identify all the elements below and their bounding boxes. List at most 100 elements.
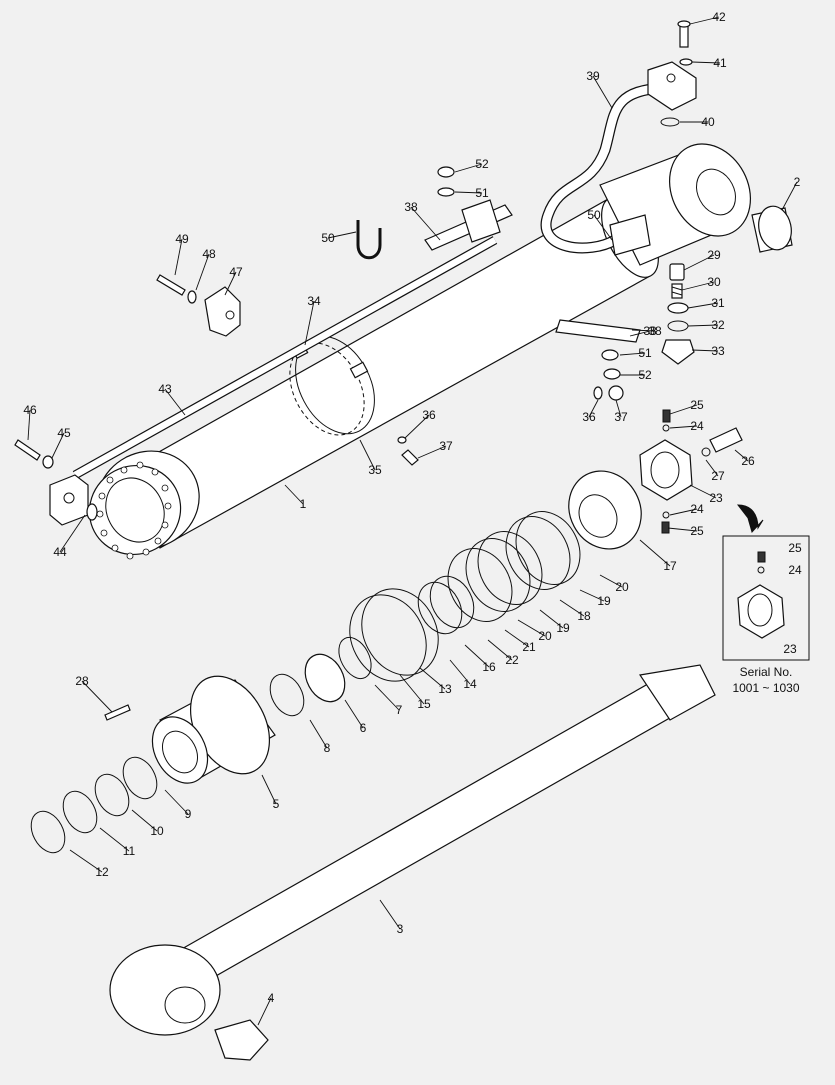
- leader-line-1: [284, 484, 304, 505]
- pipe-flange-block: [647, 20, 697, 127]
- leader-line-19: [579, 589, 605, 602]
- leader-line-26: [734, 449, 749, 462]
- inset-callout-23: 23: [783, 642, 797, 656]
- leader-line-42: [689, 16, 720, 25]
- leader-line-50: [327, 231, 357, 239]
- leader-line-14: [449, 659, 471, 685]
- leader-line-11: [99, 827, 130, 852]
- callout-45: 45: [57, 426, 71, 440]
- bolt-42-icon: [679, 24, 689, 48]
- leader-line-20: [599, 574, 623, 588]
- leader-line-4: [257, 997, 272, 1026]
- mount-brackets: [424, 166, 651, 380]
- bushing-2-icon: [751, 205, 793, 253]
- leader-line-18: [559, 599, 585, 617]
- bolt-set-36-37: [397, 385, 624, 466]
- flange-bolt-holes: [96, 461, 172, 560]
- callout-50: 50: [587, 208, 601, 222]
- callout-4: 4: [268, 991, 275, 1005]
- leader-line-22: [487, 639, 513, 661]
- callout-32: 32: [711, 318, 725, 332]
- inset-callout-25: 25: [788, 541, 802, 555]
- callout-38: 38: [648, 324, 662, 338]
- callout-11: 11: [123, 844, 136, 858]
- leader-line-19: [539, 609, 564, 629]
- callout-21: 21: [522, 640, 536, 654]
- leader-line-23: [689, 484, 717, 499]
- leader-line-21: [504, 629, 530, 648]
- leader-line-12: [69, 849, 103, 873]
- callout-3: 3: [397, 922, 404, 936]
- callout-52: 52: [475, 157, 489, 171]
- callout-41: 41: [713, 56, 727, 70]
- leader-line-45: [51, 432, 65, 459]
- piston-rod: [109, 664, 716, 1061]
- piston-seals: [269, 470, 642, 717]
- callout-37: 37: [439, 439, 453, 453]
- leader-line-2: [781, 181, 798, 211]
- callout-28: 28: [75, 674, 89, 688]
- leader-line-51: [619, 352, 646, 356]
- callout-43: 43: [158, 382, 172, 396]
- leader-line-44: [59, 514, 86, 553]
- callout-13: 13: [438, 682, 452, 696]
- inset-callout-24: 24: [788, 563, 802, 577]
- callout-9: 9: [185, 807, 192, 821]
- callout-51: 51: [638, 346, 652, 360]
- callout-27: 27: [711, 469, 725, 483]
- callout-37: 37: [614, 410, 628, 424]
- leader-line-29: [683, 254, 715, 271]
- callout-34: 34: [307, 294, 321, 308]
- leader-line-9: [164, 789, 189, 815]
- leader-line-51: [454, 191, 483, 194]
- callout-49: 49: [175, 232, 189, 246]
- leader-line-28: [81, 680, 113, 713]
- callout-2: 2: [794, 175, 801, 189]
- piston-nut: [639, 409, 743, 534]
- leader-line-38: [631, 329, 656, 332]
- leader-line-30: [681, 281, 715, 291]
- callout-22: 22: [505, 653, 519, 667]
- leader-line-3: [379, 899, 401, 930]
- callout-26: 26: [741, 454, 755, 468]
- callout-17: 17: [663, 559, 677, 573]
- u-bolt-50-icon: [356, 220, 382, 260]
- callout-18: 18: [577, 609, 591, 623]
- leader-line-41: [691, 61, 721, 64]
- callout-23: 23: [709, 491, 723, 505]
- leader-line-16: [464, 644, 490, 668]
- leader-line-20: [517, 619, 546, 637]
- leader-line-34: [304, 300, 315, 346]
- leader-line-48: [195, 253, 210, 291]
- callout-50: 50: [321, 231, 335, 245]
- leader-line-25: [669, 404, 698, 415]
- leader-line-8: [309, 719, 328, 749]
- leader-line-35: [359, 439, 376, 471]
- callout-14: 14: [463, 677, 477, 691]
- callout-10: 10: [150, 824, 164, 838]
- leader-line-27: [705, 459, 719, 477]
- leader-line-49: [174, 238, 183, 276]
- callout-47: 47: [229, 265, 243, 279]
- callout-39: 39: [586, 69, 600, 83]
- leader-line-37: [615, 399, 622, 418]
- leader-line-47: [224, 271, 237, 296]
- callout-30: 30: [707, 275, 721, 289]
- callout-12: 12: [95, 865, 109, 879]
- callout-52: 52: [638, 368, 652, 382]
- leader-line-13: [419, 667, 446, 690]
- rod-cover: [30, 675, 276, 854]
- callout-38: 38: [643, 324, 657, 338]
- callout-29: 29: [707, 248, 721, 262]
- callout-35: 35: [368, 463, 382, 477]
- leader-line-15: [399, 674, 425, 705]
- callout-51: 51: [475, 186, 489, 200]
- leader-line-24: [669, 508, 698, 516]
- leader-line-25: [667, 527, 698, 532]
- leader-line-10: [131, 809, 158, 832]
- callout-25: 25: [690, 524, 704, 538]
- callout-16: 16: [482, 660, 496, 674]
- callout-31: 31: [711, 296, 725, 310]
